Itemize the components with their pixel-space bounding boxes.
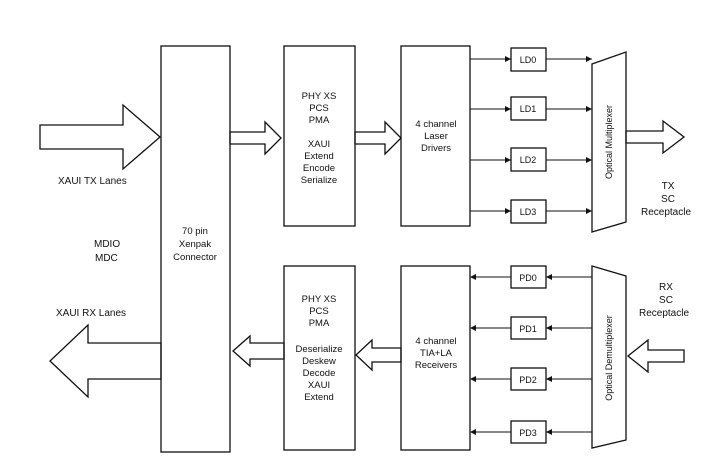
svg-text:Xenpak: Xenpak: [179, 239, 211, 250]
optical-multiplexer-label: Optical Multiplexer: [604, 105, 614, 179]
svg-text:XAUI: XAUI: [308, 139, 330, 150]
svg-text:Receivers: Receivers: [415, 360, 457, 371]
svg-text:Extend: Extend: [304, 392, 334, 403]
svg-text:SC: SC: [661, 194, 675, 205]
svg-text:RX: RX: [659, 282, 673, 293]
phy-to-laser-arrow: [354, 120, 402, 156]
lane-arrowheads: [470, 56, 592, 435]
xaui-rx-output-arrow: [49, 323, 162, 399]
mdc-label: MDC: [95, 253, 118, 264]
optical-demultiplexer-block: [591, 265, 627, 449]
svg-text:70 pin: 70 pin: [182, 226, 208, 237]
svg-text:PMA: PMA: [309, 318, 330, 329]
svg-text:Receptacle: Receptacle: [641, 207, 691, 218]
ld2-label: LD2: [520, 155, 537, 165]
svg-text:TIA+LA: TIA+LA: [420, 348, 453, 359]
svg-text:Deskew: Deskew: [302, 356, 336, 367]
svg-text:PCS: PCS: [309, 306, 329, 317]
svg-text:Decode: Decode: [303, 368, 336, 379]
ld0-label: LD0: [520, 55, 537, 65]
optical-demultiplexer-label: Optical Demultiplexer: [604, 315, 614, 401]
svg-text:4 channel: 4 channel: [415, 336, 456, 347]
receivers-to-phy-arrow: [355, 338, 402, 372]
svg-text:XAUI: XAUI: [308, 380, 330, 391]
svg-text:PMA: PMA: [309, 115, 330, 126]
phy-rx-label: PHY XS PCS PMA Deserialize Deskew Decode…: [296, 294, 343, 403]
svg-text:Connector: Connector: [173, 252, 217, 263]
svg-text:Extend: Extend: [304, 151, 334, 162]
pd3-label: PD3: [519, 428, 537, 438]
phy-rx-to-connector-arrow: [232, 334, 285, 368]
xenpak-connector-block: [160, 45, 231, 453]
laser-drivers-label: 4 channel Laser Drivers: [415, 119, 456, 154]
ld3-label: LD3: [520, 207, 537, 217]
xaui-tx-input-arrow: [39, 103, 161, 171]
xaui-rx-lanes-label: XAUI RX Lanes: [56, 308, 126, 319]
svg-text:PHY XS: PHY XS: [302, 91, 337, 102]
rx-input-arrow: [626, 338, 685, 374]
svg-text:Encode: Encode: [303, 163, 335, 174]
pd2-label: PD2: [519, 375, 537, 385]
svg-text:4 channel: 4 channel: [415, 119, 456, 130]
svg-text:PHY XS: PHY XS: [302, 294, 337, 305]
optical-multiplexer-block: [591, 51, 627, 233]
receivers-label: 4 channel TIA+LA Receivers: [415, 336, 457, 371]
ld1-label: LD1: [520, 104, 537, 114]
phy-tx-label: PHY XS PCS PMA XAUI Extend Encode Serial…: [301, 91, 337, 186]
rx-lane-lines: [470, 276, 592, 433]
tx-output-arrow: [625, 119, 686, 155]
svg-text:Drivers: Drivers: [421, 143, 451, 154]
svg-text:Receptacle: Receptacle: [639, 308, 689, 319]
connector-to-phy-tx-arrow: [229, 120, 282, 156]
tx-receptacle-label: TX SC Receptacle: [641, 181, 691, 218]
svg-text:PCS: PCS: [309, 103, 329, 114]
svg-text:TX: TX: [662, 181, 675, 192]
xaui-tx-lanes-label: XAUI TX Lanes: [58, 176, 127, 187]
svg-text:Laser: Laser: [424, 131, 448, 142]
svg-text:Deserialize: Deserialize: [296, 344, 343, 355]
connector-label: 70 pin Xenpak Connector: [173, 226, 217, 263]
svg-text:SC: SC: [659, 295, 673, 306]
mdio-label: MDIO: [94, 239, 120, 250]
phy-tx-block: [283, 45, 356, 227]
laser-drivers-block: [400, 45, 471, 227]
rx-receptacle-label: RX SC Receptacle: [639, 282, 689, 319]
pd0-label: PD0: [519, 273, 537, 283]
pd1-label: PD1: [519, 324, 537, 334]
svg-text:Serialize: Serialize: [301, 175, 337, 186]
tx-lane-lines: [470, 58, 592, 212]
